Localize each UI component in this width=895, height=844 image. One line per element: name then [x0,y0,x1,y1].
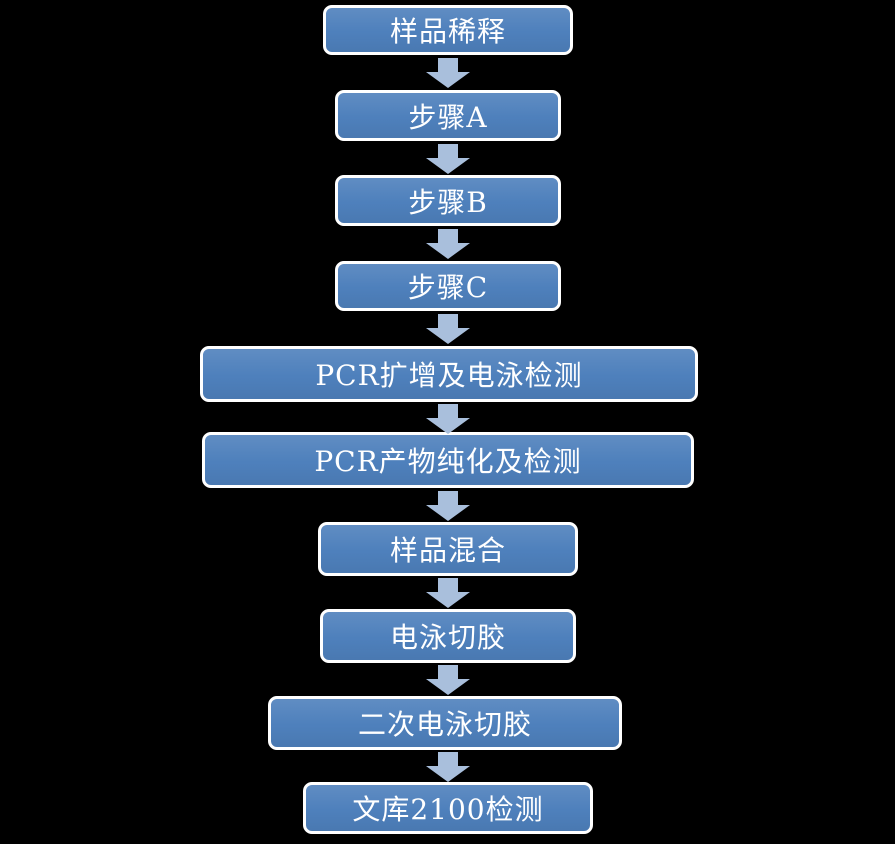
step-box-library-2100-detection: 文库2100检测 [303,782,593,834]
down-arrow-icon [426,578,470,608]
step-box-second-gel-cutting: 二次电泳切胶 [268,696,622,750]
step-box-step-c: 步骤C [335,261,561,311]
step-box-gel-cutting: 电泳切胶 [320,609,576,663]
step-box-pcr-amplification: PCR扩增及电泳检测 [200,346,698,402]
down-arrow-icon [426,491,470,521]
down-arrow-icon [426,144,470,174]
down-arrow-icon [426,314,470,344]
down-arrow-icon [426,229,470,259]
step-box-pcr-purification: PCR产物纯化及检测 [202,432,694,488]
step-box-step-b: 步骤B [335,175,561,226]
step-box-sample-mixing: 样品混合 [318,522,578,576]
step-box-sample-dilution: 样品稀释 [323,5,573,55]
down-arrow-icon [426,665,470,695]
step-box-step-a: 步骤A [335,90,561,141]
down-arrow-icon [426,404,470,434]
down-arrow-icon [426,58,470,88]
down-arrow-icon [426,752,470,782]
